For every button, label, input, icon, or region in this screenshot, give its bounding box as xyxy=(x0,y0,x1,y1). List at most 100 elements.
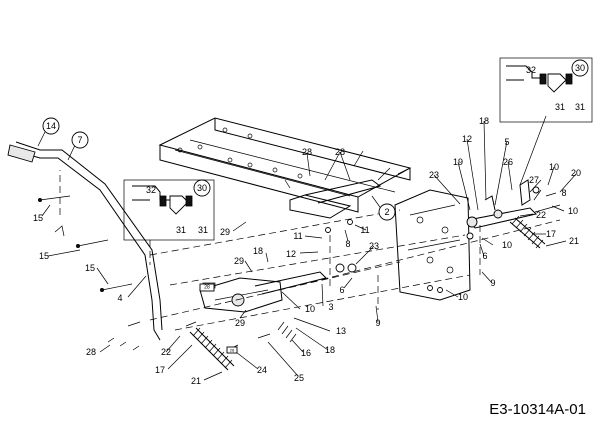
svg-text:26: 26 xyxy=(503,157,513,167)
svg-text:32: 32 xyxy=(146,185,156,195)
svg-text:21: 21 xyxy=(191,376,201,386)
svg-text:5: 5 xyxy=(504,137,509,147)
svg-text:21: 21 xyxy=(569,236,579,246)
callout-5: 5 xyxy=(504,137,509,147)
svg-text:17: 17 xyxy=(546,229,556,239)
callout-28-frame-a: 28 xyxy=(302,147,312,157)
svg-text:2: 2 xyxy=(384,207,389,217)
svg-text:11: 11 xyxy=(293,231,302,241)
callout-29-mid: 29 xyxy=(234,256,244,266)
callout-24: 24 xyxy=(257,365,267,375)
callout-4: 4 xyxy=(117,293,122,303)
svg-text:10: 10 xyxy=(568,206,578,216)
part-tag-a: 28 xyxy=(199,283,215,292)
inset-detail-right xyxy=(499,57,593,186)
drawing-code: E3-10314A-01 xyxy=(489,401,586,418)
callout-30-inset-right: 30 xyxy=(571,59,589,77)
svg-text:31: 31 xyxy=(176,225,186,235)
callout-31-inset-right-b: 31 xyxy=(575,102,585,112)
svg-text:28: 28 xyxy=(86,347,96,357)
callout-10-right-mid: 10 xyxy=(568,206,578,216)
svg-text:10: 10 xyxy=(502,240,512,250)
callout-8-center: 8 xyxy=(345,239,350,249)
svg-text:6: 6 xyxy=(339,285,344,295)
callout-23-center: 23 xyxy=(369,241,379,251)
callout-28: 28 xyxy=(86,347,96,357)
pivot-bracket xyxy=(199,271,327,313)
lift-handle xyxy=(7,141,163,341)
callout-15-c: 15 xyxy=(85,263,95,273)
svg-text:15: 15 xyxy=(39,251,49,261)
svg-text:30: 30 xyxy=(575,63,585,73)
svg-text:10: 10 xyxy=(458,292,468,302)
callout-7: 7 xyxy=(71,131,89,149)
spring-right xyxy=(509,215,546,249)
callout-6-center: 6 xyxy=(339,285,344,295)
callout-17-right: 17 xyxy=(546,229,556,239)
callout-11-right: 11 xyxy=(360,225,369,235)
svg-text:31: 31 xyxy=(555,102,565,112)
callout-18-mid: 18 xyxy=(253,246,263,256)
callout-23-right: 23 xyxy=(429,170,439,180)
assembly-lines xyxy=(59,170,561,331)
callout-15-b: 15 xyxy=(39,251,49,261)
hardware xyxy=(38,186,540,351)
callout-15-a: 15 xyxy=(33,213,43,223)
svg-text:10: 10 xyxy=(305,304,315,314)
spring-left xyxy=(189,327,235,371)
callout-31-inset-right-a: 31 xyxy=(555,102,565,112)
svg-text:20: 20 xyxy=(571,168,581,178)
svg-text:29: 29 xyxy=(235,318,245,328)
svg-text:30: 30 xyxy=(197,183,207,193)
svg-text:28: 28 xyxy=(302,147,312,157)
callout-21-left: 21 xyxy=(191,376,201,386)
svg-text:4: 4 xyxy=(117,293,122,303)
svg-text:31: 31 xyxy=(198,225,208,235)
callout-10-right-low: 10 xyxy=(502,240,512,250)
svg-text:11: 11 xyxy=(360,225,369,235)
callout-3: 3 xyxy=(328,302,333,312)
svg-text:29: 29 xyxy=(220,227,230,237)
callout-13: 13 xyxy=(336,326,346,336)
svg-text:23: 23 xyxy=(429,170,439,180)
part-tag-b: 28 xyxy=(226,346,238,354)
callout-10-center: 10 xyxy=(305,304,315,314)
callout-17-left: 17 xyxy=(155,365,165,375)
callout-27: 27 xyxy=(529,175,539,185)
svg-text:28: 28 xyxy=(204,285,210,291)
callout-18-bottom: 18 xyxy=(325,345,335,355)
svg-text:23: 23 xyxy=(369,241,379,251)
svg-text:8: 8 xyxy=(561,188,566,198)
svg-text:6: 6 xyxy=(482,251,487,261)
callout-10-right-top: 10 xyxy=(549,162,559,172)
callout-31-inset-b: 31 xyxy=(198,225,208,235)
callout-10-right-bottom: 10 xyxy=(458,292,468,302)
svg-text:19: 19 xyxy=(453,157,463,167)
svg-text:27: 27 xyxy=(529,175,539,185)
callout-22: 22 xyxy=(161,347,171,357)
svg-text:12: 12 xyxy=(286,249,296,259)
svg-text:22: 22 xyxy=(536,210,546,220)
inset-detail-left xyxy=(123,179,215,241)
svg-text:16: 16 xyxy=(301,348,311,358)
callout-31-inset-a: 31 xyxy=(176,225,186,235)
callout-9-right: 9 xyxy=(490,278,495,288)
callout-25: 25 xyxy=(294,373,304,383)
callout-32-inset: 32 xyxy=(146,185,156,195)
spring-small xyxy=(277,321,297,343)
leader-lines xyxy=(37,120,577,381)
svg-text:18: 18 xyxy=(253,246,263,256)
svg-text:9: 9 xyxy=(490,278,495,288)
svg-text:25: 25 xyxy=(294,373,304,383)
callout-20: 20 xyxy=(571,168,581,178)
frame-rail xyxy=(158,117,412,219)
callout-14: 14 xyxy=(42,117,60,135)
callout-2: 2 xyxy=(378,203,396,221)
callout-26: 26 xyxy=(503,157,513,167)
right-side-plate xyxy=(394,189,471,301)
svg-text:28: 28 xyxy=(335,147,345,157)
svg-text:9: 9 xyxy=(375,318,380,328)
callout-28-frame-b: 28 xyxy=(335,147,345,157)
callout-19-right: 19 xyxy=(453,157,463,167)
